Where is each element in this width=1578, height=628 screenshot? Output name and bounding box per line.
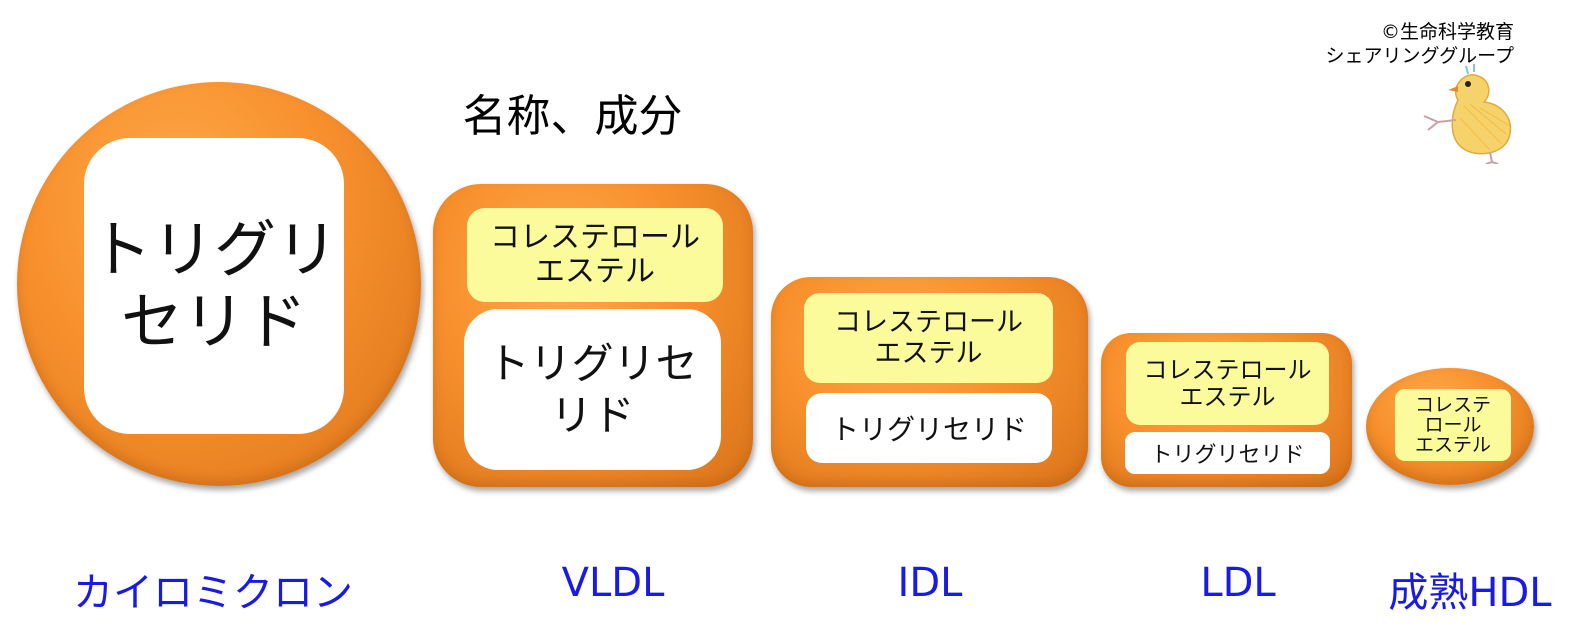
ldl-tg-text: トリグリセリド	[1150, 443, 1305, 468]
hdl-ce-line-3: エステル	[1414, 434, 1491, 456]
ldl-ce-line-1: コレステロール	[1143, 355, 1312, 384]
idl-ce-line-1: コレステロール	[834, 307, 1023, 338]
vldl-ce-line-2: エステル	[535, 254, 655, 289]
idl-cholesterol-ester: コレステロール エステル	[804, 293, 1053, 383]
ldl-label: LDL	[1200, 560, 1276, 606]
idl-triglyceride: トリグリセリド	[806, 393, 1052, 463]
diagram-title-text: 名称、成分	[462, 91, 683, 142]
credit-line-2: シェアリンググループ	[1325, 45, 1514, 67]
hdl-label: 成熟HDL	[1388, 570, 1552, 616]
idl-ce-line-2: エステル	[874, 338, 983, 369]
ldl-ce-line-2: エステル	[1179, 382, 1276, 411]
hdl-ce-line-1: コレステ	[1414, 394, 1491, 416]
idl-tg-text: トリグリセリド	[830, 413, 1027, 446]
chylomicron-tg-line-1: トリグリ	[89, 213, 338, 286]
ldl-triglyceride: トリグリセリド	[1125, 432, 1330, 474]
vldl-tg-line-2: リド	[550, 390, 635, 440]
vldl-triglyceride: トリグリセ リド	[464, 309, 721, 470]
chylomicron-tg-line-2: セリド	[120, 285, 307, 358]
chylomicron-triglyceride-core: トリグリ セリド	[84, 138, 344, 434]
vldl-ce-line-1: コレステロール	[490, 220, 700, 255]
idl-label: IDL	[897, 560, 963, 606]
chylomicron-label: カイロミクロン	[73, 570, 353, 616]
vldl-label: VLDL	[561, 560, 665, 606]
ldl-cholesterol-ester: コレステロール エステル	[1126, 342, 1329, 425]
hdl-ce-line-2: ロール	[1424, 414, 1482, 436]
chick-illustration	[1423, 64, 1512, 164]
vldl-cholesterol-ester: コレステロール エステル	[467, 208, 723, 302]
copyright-credit: ©生命科学教育 シェアリンググループ	[1326, 20, 1514, 68]
vldl-tg-line-1: トリグリセ	[487, 338, 698, 388]
hdl-cholesterol-ester: コレステ ロール エステル	[1395, 389, 1511, 461]
credit-line-1: ©生命科学教育	[1380, 21, 1514, 43]
